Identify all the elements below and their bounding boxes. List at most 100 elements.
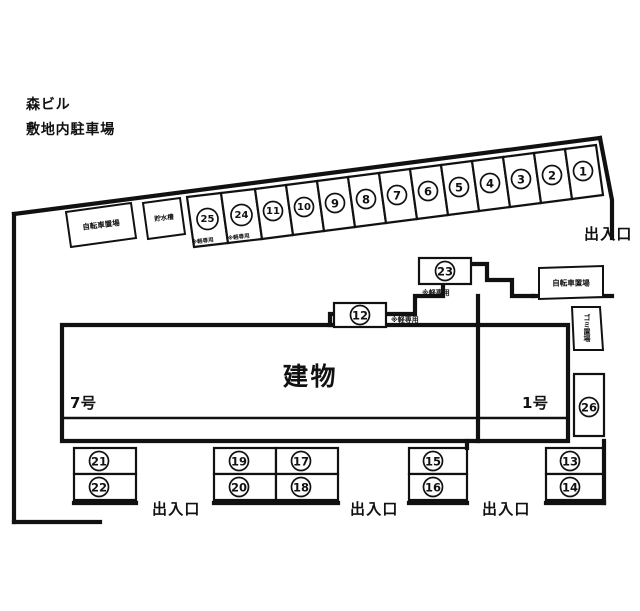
- parking-slot-15-badge: [422, 450, 444, 472]
- parking-slot-2-number: 2: [548, 169, 556, 183]
- parking-block-21-22: 21 22: [72, 446, 138, 502]
- parking-slot-8-number: 8: [362, 193, 370, 207]
- parking-slot-23-number: 23: [437, 265, 453, 279]
- gate-label-bottom-2: 出入口: [350, 500, 399, 518]
- building-outline: [59, 322, 571, 444]
- parking-slot-1-badge: [572, 160, 594, 182]
- parking-block-13-14: 13 14: [544, 446, 606, 502]
- parking-slot-26-number: 26: [581, 401, 597, 415]
- parking-slot-16-number: 16: [425, 481, 441, 495]
- parking-slot-21-badge: [88, 450, 110, 472]
- parking-slot-15-number: 15: [425, 455, 441, 469]
- bottom-curbs: [71, 438, 607, 506]
- parking-slot-12-number: 12: [352, 309, 368, 323]
- parking-slot-19-badge: [228, 450, 250, 472]
- parking-slot-5[interactable]: 5: [439, 159, 481, 217]
- facility-garbage-area: ゴミ置場: [570, 306, 605, 351]
- note-kei-only-slot-25: ※軽専用: [191, 235, 214, 246]
- parking-slot-9-number: 9: [331, 197, 339, 211]
- parking-slot-12-badge: [349, 304, 371, 326]
- plan-title-line-1: 森ビル: [26, 97, 71, 113]
- gate-label-bottom-3: 出入口: [482, 500, 531, 518]
- parking-block-17-20: 19 20 17 18: [212, 446, 340, 502]
- gate-label-right: 出入口: [584, 225, 633, 243]
- parking-slot-20-number: 20: [231, 481, 247, 495]
- parking-slot-10-badge: [293, 196, 315, 218]
- parking-slot-7-badge: [386, 184, 408, 206]
- parking-slot-25-number: 25: [201, 214, 215, 225]
- parking-slot-21-number: 21: [91, 455, 107, 469]
- parking-slot-22-badge: [88, 476, 110, 498]
- site-boundary: [11, 135, 615, 525]
- parking-slot-4[interactable]: 4: [470, 155, 512, 213]
- parking-slot-24-number: 24: [235, 210, 249, 221]
- facility-water-tank: 貯水槽: [141, 196, 187, 241]
- parking-slot-18-badge: [290, 476, 312, 498]
- angled-top-row: 25 24 11 10: [185, 143, 605, 249]
- building-rect: [59, 322, 571, 444]
- parking-slot-4-badge: [479, 172, 501, 194]
- parking-slot-5-number: 5: [455, 181, 463, 195]
- unit-label-left: 7号: [70, 394, 97, 412]
- boundary-top-angled: [11, 135, 603, 217]
- facility-water-tank-label: 貯水槽: [153, 212, 175, 223]
- parking-block-15-16: 15 16: [407, 446, 469, 502]
- parking-slot-4-number: 4: [486, 177, 494, 191]
- parking-slot-13-number: 13: [562, 455, 578, 469]
- note-kei-only-slot-12: ※軽専用: [391, 315, 419, 324]
- facility-bicycle-parking-left-box: [64, 201, 138, 249]
- parking-slot-7-number: 7: [393, 189, 401, 203]
- gate-label-bottom-1: 出入口: [152, 500, 201, 518]
- building-name-label: 建物: [283, 362, 339, 391]
- parking-slot-25[interactable]: 25: [185, 191, 230, 249]
- parking-slot-11-number: 11: [266, 206, 280, 217]
- parking-slot-26-badge: [578, 396, 600, 418]
- parking-slot-11-badge: [262, 200, 284, 222]
- facility-bicycle-parking-left: 自転車置場: [64, 201, 138, 249]
- parking-slot-2-badge: [541, 164, 563, 186]
- parking-slot-8-badge: [355, 188, 377, 210]
- note-kei-only-slot-23: ※軽専用: [422, 288, 450, 297]
- parking-slot-8[interactable]: 8: [346, 171, 388, 229]
- parking-slot-9[interactable]: 9: [315, 175, 357, 233]
- parking-slot-3-number: 3: [517, 173, 525, 187]
- plan-title-block: 森ビル 敷地内駐車場: [26, 93, 115, 142]
- facility-water-tank-box: [141, 196, 187, 241]
- parking-slot-14-badge: [559, 476, 581, 498]
- parking-slot-24-badge: [230, 203, 253, 227]
- facility-garbage-area-box: [570, 306, 605, 351]
- facility-bicycle-parking-right-box: [538, 264, 604, 301]
- parking-slot-24[interactable]: 24: [219, 187, 264, 245]
- parking-slot-26[interactable]: 26: [572, 372, 606, 438]
- facility-bicycle-parking-left-label: 自転車置場: [82, 217, 121, 232]
- note-kei-only-slot-24: ※軽専用: [227, 231, 250, 242]
- boundary-top-right: [597, 135, 615, 241]
- parking-slot-22-number: 22: [91, 481, 107, 495]
- parking-slot-10-number: 10: [297, 202, 311, 213]
- parking-slot-1[interactable]: 1: [563, 143, 605, 201]
- parking-slot-25-badge: [196, 207, 219, 231]
- parking-slot-5-badge: [448, 176, 470, 198]
- parking-slot-20-badge: [228, 476, 250, 498]
- parking-slot-3-badge: [510, 168, 532, 190]
- parking-slot-1-number: 1: [579, 165, 587, 179]
- parking-slot-17-badge: [290, 450, 312, 472]
- parking-slot-23-badge: [434, 260, 456, 282]
- parking-slot-6-number: 6: [424, 185, 432, 199]
- parking-slot-13-badge: [559, 450, 581, 472]
- facility-bicycle-parking-right: 自転車置場: [538, 264, 604, 301]
- parking-slot-12[interactable]: 12: [332, 301, 388, 329]
- parking-slot-23[interactable]: 23: [417, 256, 473, 286]
- parking-slot-18-box[interactable]: [274, 472, 340, 502]
- parking-slot-19-number: 19: [231, 455, 247, 469]
- parking-slot-16-badge: [422, 476, 444, 498]
- parking-slot-18-number: 18: [293, 481, 309, 495]
- facility-garbage-area-label: ゴミ置場: [583, 313, 591, 343]
- parking-slot-2[interactable]: 2: [532, 147, 574, 205]
- unit-label-right: 1号: [522, 394, 549, 412]
- parking-slot-9-badge: [324, 192, 346, 214]
- facility-bicycle-parking-right-label: 自転車置場: [552, 278, 590, 288]
- parking-slot-6-badge: [417, 180, 439, 202]
